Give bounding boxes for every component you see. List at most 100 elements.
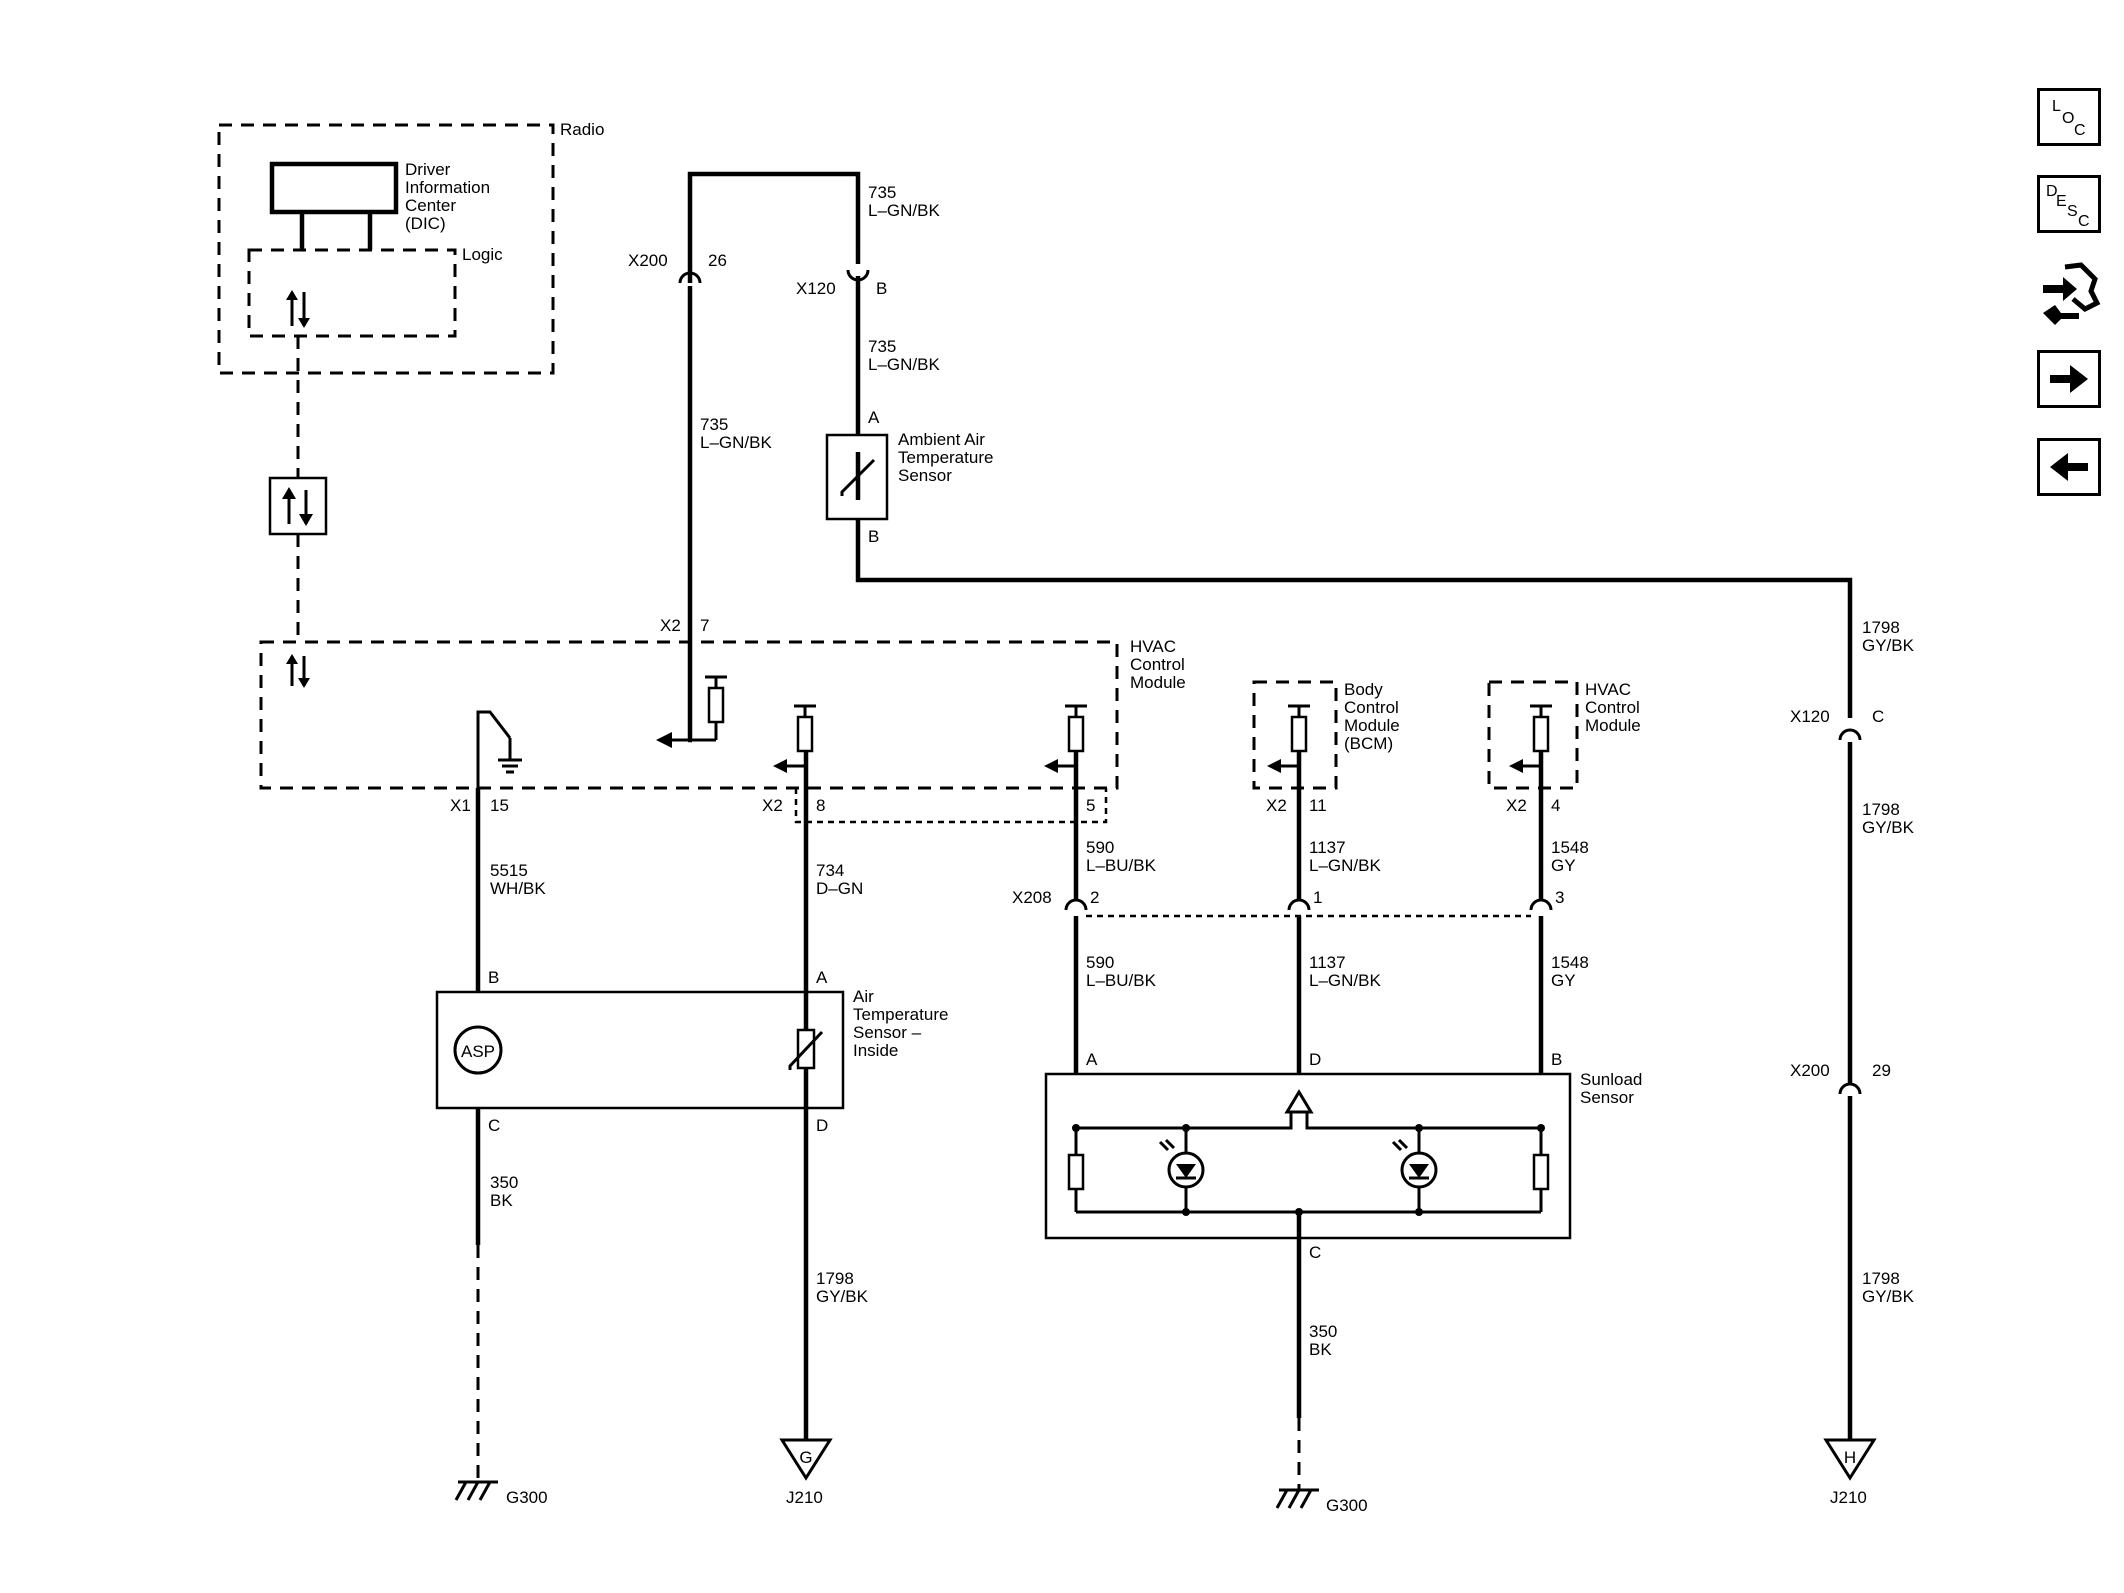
sun-pin-a: A [1086,1050,1098,1069]
x2-4-pin: 4 [1551,796,1560,815]
w5515-num: 5515 [490,861,528,880]
g300-left-label: G300 [506,1488,548,1507]
sunload-sensor: Sunload Sensor [1044,1070,1642,1240]
x200-label: X200 [628,251,668,270]
amb-label-3: Sensor [898,466,952,485]
connector-x208: X208 2 1 3 [1012,888,1564,918]
ats-label-4: Inside [853,1041,898,1060]
j210h-label: J210 [1830,1488,1867,1507]
x2-8-pin: 8 [816,796,825,815]
w1798d-color: GY/BK [1862,1287,1915,1306]
w1548a-color: GY [1551,856,1576,875]
pullup-resistor-5 [1044,704,1087,773]
hvac-label-3: Module [1130,673,1186,692]
radio-module: Radio Driver Information Center (DIC) Lo… [217,120,604,375]
w590a-color: L–BU/BK [1086,856,1157,875]
dic-label-4: (DIC) [405,214,446,233]
w1548a-num: 1548 [1551,838,1589,857]
x2-4-label: X2 [1506,796,1527,815]
connector-tool-button[interactable] [2037,255,2101,325]
x2-8-label: X2 [762,796,783,815]
x208-pin3: 3 [1555,888,1564,907]
w734-color: D–GN [816,879,863,898]
amb-pin-b: B [868,527,879,546]
sunload-label-2: Sensor [1580,1088,1634,1107]
dic-label-2: Information [405,178,490,197]
x120b-label: X120 [796,279,836,298]
ats-pin-d: D [816,1116,828,1135]
w590a-num: 590 [1086,838,1114,857]
ats-label-1: Air [853,987,874,1006]
x2-7-label: X2 [660,616,681,635]
x200-29-label: X200 [1790,1061,1830,1080]
svg-text:E: E [2056,193,2067,210]
prev-button[interactable] [2037,438,2101,496]
hvac2-label-3: Module [1585,716,1641,735]
hvac-label-2: Control [1130,655,1185,674]
pullup-resistor-7 [656,675,727,748]
internal-switch [476,710,512,788]
x120b-pin: B [876,279,887,298]
desc-icon: D E S C [2046,183,2090,230]
splice-j210-h-icon: H J210 [1823,1438,1877,1507]
hvac-control-module-2: HVAC Control Module [1487,680,1641,790]
dic-label-3: Center [405,196,456,215]
next-arrow-icon [2050,365,2088,393]
bcm-label-3: Module [1344,716,1400,735]
body-control-module: Body Control Module (BCM) [1252,680,1400,790]
w590b-num: 590 [1086,953,1114,972]
w1137b-num: 1137 [1309,953,1346,972]
amb-label-1: Ambient Air [898,430,985,449]
svg-text:C: C [2078,213,2090,230]
next-button[interactable] [2037,350,2101,408]
prev-arrow-icon [2050,453,2088,481]
asp-label: ASP [461,1042,495,1061]
ats-label-2: Temperature [853,1005,948,1024]
desc-button[interactable]: D E S C [2037,175,2101,233]
x2-11-pin: 11 [1309,796,1327,815]
w1798d-num: 1798 [1862,1269,1900,1288]
w350a-color: BK [490,1191,513,1210]
w735b-color: L–GN/BK [868,355,940,374]
bcm-label-1: Body [1344,680,1383,699]
w735a-num: 735 [868,183,896,202]
sun-pin-d: D [1309,1050,1321,1069]
asp-pin-c: C [488,1116,500,1135]
svg-text:D: D [2046,183,2058,200]
w590b-color: L–BU/BK [1086,971,1157,990]
hvac-control-module: HVAC Control Module [259,637,1186,790]
x2-connector-shell [794,788,1108,824]
x200-29-pin: 29 [1872,1061,1891,1080]
sun-pin-b: B [1551,1050,1562,1069]
bcm-label-4: (BCM) [1344,734,1393,753]
internal-ground-icon [498,738,522,774]
connector-x120-c: X120 C [1790,707,1884,741]
x120c-pin: C [1872,707,1884,726]
loc-button[interactable]: L O C [2037,88,2101,146]
j210g-letter: G [799,1448,812,1467]
sunload-amplifier [1284,1089,1314,1114]
svg-text:O: O [2062,110,2074,127]
w735c-num: 735 [700,415,728,434]
photodiode-right-icon [1391,1128,1438,1212]
dic-label-1: Driver [405,160,451,179]
w5515-color: WH/BK [490,879,546,898]
g300-mid-label: G300 [1326,1496,1368,1515]
w1137a-num: 1137 [1309,838,1346,857]
hvac-label-1: HVAC [1130,637,1176,656]
x2-5-pin: 5 [1086,796,1095,815]
sunload-label-1: Sunload [1580,1070,1642,1089]
w1548b-num: 1548 [1551,953,1589,972]
ambient-air-temp-sensor: Ambient Air Temperature Sensor [825,430,993,521]
x208-pin2: 2 [1090,888,1099,907]
ats-label-3: Sensor – [853,1023,922,1042]
radio-label: Radio [560,120,604,139]
connector-x200-26: X200 26 [628,251,727,298]
w350b-color: BK [1309,1340,1332,1359]
x200-pin: 26 [708,251,727,270]
w735c-color: L–GN/BK [700,433,772,452]
w350a-num: 350 [490,1173,518,1192]
w1798a-color: GY/BK [1862,636,1915,655]
x1-label: X1 [450,796,471,815]
